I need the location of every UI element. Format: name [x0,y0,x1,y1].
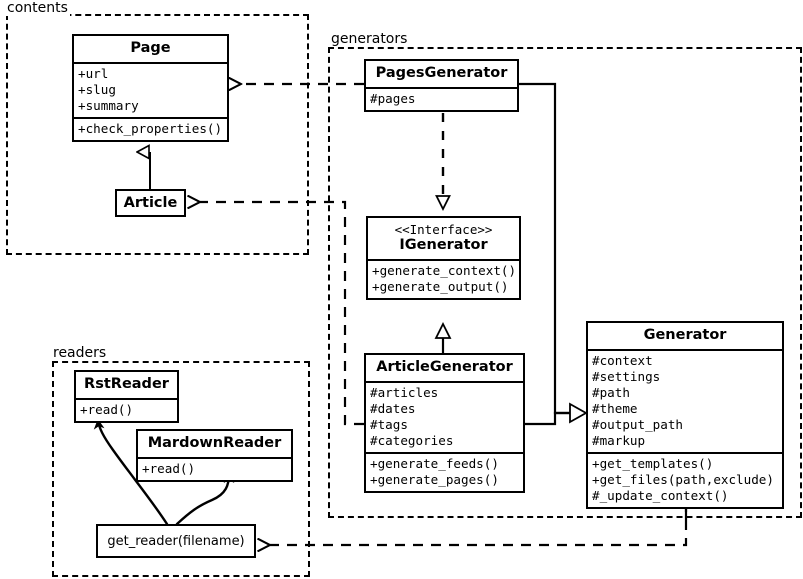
class-pages-generator-title: PagesGenerator [375,65,508,81]
class-igenerator-title: <<Interface>> IGenerator [368,218,519,259]
package-generators [328,47,802,518]
attribute-row: #context [592,353,653,368]
class-pages-generator[interactable]: PagesGenerator #pages [364,59,519,112]
class-page-title: Page [130,40,171,56]
class-article-title: Article [123,195,178,211]
attribute-row: #settings [592,369,661,384]
function-get-reader[interactable]: get_reader(filename) [96,524,256,558]
class-article[interactable]: Article [115,189,186,217]
operation-row: +get_templates() [592,456,714,471]
operation-row: +read() [80,402,134,417]
class-pages-generator-attributes: #pages [366,87,517,110]
class-igenerator[interactable]: <<Interface>> IGenerator +generate_conte… [366,216,521,300]
class-article-generator-attributes: #articles #dates #tags #categories [366,381,523,452]
attribute-row: #tags [370,417,408,432]
attribute-row: +summary [78,98,139,113]
class-generator-attributes: #context #settings #path #theme #output_… [588,349,782,452]
class-igenerator-name: IGenerator [399,237,488,253]
attribute-row: #output_path [592,417,683,432]
attribute-row: +url [78,66,109,81]
function-get-reader-label: get_reader(filename) [107,533,245,549]
class-page-operations: +check_properties() [74,117,227,140]
package-readers [52,361,310,577]
class-mardown-reader-title: MardownReader [147,435,282,451]
class-mardown-reader-operations: +read() [138,457,291,480]
attribute-row: +slug [78,82,116,97]
class-generator-title: Generator [643,327,727,343]
class-igenerator-stereotype: <<Interface>> [394,222,493,237]
class-mardown-reader[interactable]: MardownReader +read() [136,429,293,482]
attribute-row: #articles [370,385,439,400]
operation-row: +get_files(path,exclude) [592,472,774,487]
class-page[interactable]: Page +url +slug +summary +check_properti… [72,34,229,142]
attribute-row: #markup [592,433,646,448]
attribute-row: #pages [370,91,416,106]
operation-row: +check_properties() [78,121,223,136]
class-generator[interactable]: Generator #context #settings #path #them… [586,321,784,509]
class-article-generator-title: ArticleGenerator [376,359,513,375]
package-label-contents: contents [6,0,70,16]
class-generator-operations: +get_templates() +get_files(path,exclude… [588,452,782,507]
package-label-generators: generators [330,31,410,47]
operation-row: +generate_pages() [370,472,499,487]
class-rst-reader[interactable]: RstReader +read() [74,370,179,423]
operation-row: #_update_context() [592,488,729,503]
class-article-generator-operations: +generate_feeds() +generate_pages() [366,452,523,491]
operation-row: +generate_context() [372,263,517,278]
class-article-generator[interactable]: ArticleGenerator #articles #dates #tags … [364,353,525,493]
operation-row: +generate_feeds() [370,456,499,471]
attribute-row: #dates [370,401,416,416]
operation-row: +read() [142,461,196,476]
package-contents [6,14,309,255]
class-page-attributes: +url +slug +summary [74,62,227,117]
class-igenerator-operations: +generate_context() +generate_output() [368,259,519,298]
attribute-row: #path [592,385,630,400]
attribute-row: #categories [370,433,454,448]
package-label-readers: readers [52,345,109,361]
class-rst-reader-title: RstReader [84,376,169,392]
operation-row: +generate_output() [372,279,509,294]
class-rst-reader-operations: +read() [76,398,177,421]
attribute-row: #theme [592,401,638,416]
